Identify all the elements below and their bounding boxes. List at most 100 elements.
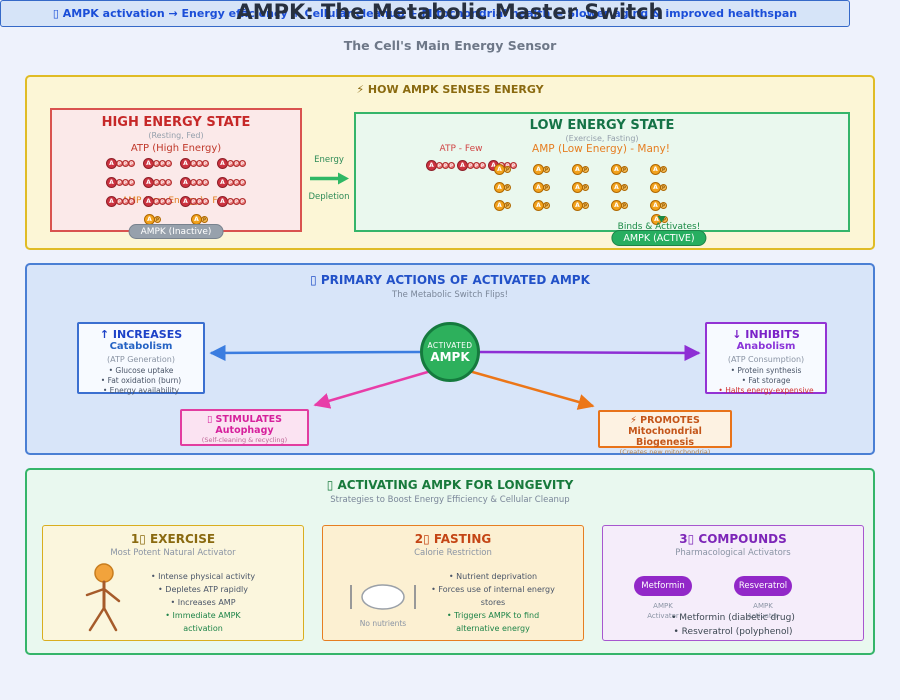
- exercise-card: 1▯ EXERCISE Most Potent Natural Activato…: [42, 525, 304, 641]
- inhibits-warn-bullet: • Halts energy-expensive: [718, 386, 814, 395]
- plate-caption: No nutrients: [359, 619, 407, 628]
- inhibits-anabolism-box: ↓ INHIBITS Anabolism (ATP Consumption) •…: [705, 322, 827, 395]
- fasting-bullet: • Nutrient deprivation: [448, 572, 538, 581]
- actions-panel: ▯ PRIMARY ACTIONS OF ACTIVATED AMPK The …: [25, 263, 875, 456]
- resveratrol-pill: Resveratrol: [734, 576, 792, 596]
- metformin-pill: Metformin: [634, 576, 692, 596]
- low-energy-title: LOW ENERGY STATE: [529, 118, 675, 133]
- exercise-bullet: • Increases AMP: [170, 598, 236, 607]
- compounds-bullet: • Metformin (diabetic drug): [671, 613, 795, 623]
- inhibits-name: Anabolism: [736, 341, 796, 352]
- right-arrow-icon: [310, 172, 349, 185]
- high-energy-state-box: HIGH ENERGY STATE (Resting, Fed) ATP (Hi…: [50, 108, 302, 239]
- fasting-bullet: • Forces use of internal energy stores: [431, 585, 555, 607]
- stick-figure-icon: [85, 563, 121, 632]
- fasting-subtitle: Calorie Restriction: [414, 548, 492, 558]
- stimulates-title: ▯ STIMULATES: [206, 414, 283, 425]
- increases-bullet: • Fat oxidation (burn): [100, 376, 182, 385]
- pill-caption-line: Activator: [647, 612, 679, 620]
- exercise-subtitle: Most Potent Natural Activator: [110, 548, 236, 558]
- sensing-panel: ⚡ HOW AMPK SENSES ENERGY HIGH ENERGY STA…: [25, 75, 875, 250]
- longevity-panel-title: ▯ ACTIVATING AMPK FOR LONGEVITY: [326, 478, 574, 492]
- compounds-subtitle: Pharmacological Activators: [675, 548, 791, 558]
- low-amp-label: AMP (Low Energy) - Many!: [532, 143, 670, 155]
- exercise-highlight-bullet: • Immediate AMPK activation: [165, 611, 241, 633]
- inhibits-bullet: • Fat storage: [741, 376, 791, 385]
- energy-depletion-arrow: Energy Depletion: [305, 155, 353, 202]
- energy-label: Energy: [314, 155, 344, 165]
- increases-title: ↑ INCREASES: [99, 328, 183, 341]
- actions-panel-title: ▯ PRIMARY ACTIONS OF ACTIVATED AMPK: [310, 273, 590, 287]
- activated-ampk-node: ACTIVATED AMPK: [420, 322, 480, 382]
- depletion-label: Depletion: [308, 192, 350, 202]
- longevity-panel: ▯ ACTIVATING AMPK FOR LONGEVITY Strategi…: [25, 468, 875, 655]
- inhibits-title: ↓ INHIBITS: [732, 328, 800, 341]
- high-amp-overlap-label: AMP (Low Energy) - Few: [122, 196, 230, 206]
- sensing-panel-title: ⚡ HOW AMPK SENSES ENERGY: [356, 83, 544, 96]
- compounds-bullet: • Resveratrol (polyphenol): [673, 626, 793, 637]
- inhibits-note: (ATP Consumption): [727, 355, 805, 364]
- ampk-active-badge: AMPK (ACTIVE): [611, 230, 707, 246]
- promotes-name: Mitochondrial Biogenesis: [628, 426, 702, 448]
- fasting-title: 2▯ FASTING: [414, 532, 492, 546]
- fasting-card: 2▯ FASTING Calorie Restriction No nutrie…: [322, 525, 584, 641]
- empty-plate-icon: [350, 584, 416, 610]
- exercise-bullet: • Depletes ATP rapidly: [158, 585, 248, 594]
- inhibits-bullet: • Protein synthesis: [730, 366, 802, 375]
- actions-panel-subtitle: The Metabolic Switch Flips!: [392, 290, 508, 300]
- down-arrow-icon: [657, 216, 666, 223]
- exercise-bullet: • Intense physical activity: [150, 572, 256, 581]
- ampk-node-line1: ACTIVATED: [427, 340, 473, 350]
- fasting-highlight-bullet: • Triggers AMPK to find alternative ener…: [446, 611, 540, 633]
- high-energy-title: HIGH ENERGY STATE: [101, 115, 251, 130]
- exercise-title: 1▯ EXERCISE: [130, 532, 216, 546]
- low-atp-label: ATP - Few: [439, 144, 483, 154]
- high-atp-label: ATP (High Energy): [130, 143, 222, 154]
- promotes-note: (Creates new mitochondria): [619, 448, 711, 456]
- pill-caption: AMPK Activator: [723, 601, 803, 621]
- pill-caption-line: Activator: [747, 612, 779, 620]
- stimulates-autophagy-box: ▯ STIMULATES Autophagy (Self-cleaning & …: [180, 409, 309, 446]
- page-title: AMPK: The Metabolic Master Switch: [236, 0, 664, 24]
- page-subtitle: The Cell's Main Energy Sensor: [343, 38, 557, 53]
- binds-activates-label: Binds & Activates!: [617, 222, 701, 232]
- increases-catabolism-box: ↑ INCREASES Catabolism (ATP Generation) …: [77, 322, 205, 395]
- low-energy-state-box: LOW ENERGY STATE (Exercise, Fasting) ATP…: [354, 112, 850, 246]
- stimulates-name: Autophagy: [215, 425, 274, 436]
- increases-bullet: • Energy availability: [102, 386, 180, 395]
- pill-caption-line: AMPK: [653, 602, 673, 610]
- promotes-mitochondria-box: ⚡ PROMOTES Mitochondrial Biogenesis (Cre…: [598, 410, 732, 456]
- increases-note: (ATP Generation): [107, 355, 175, 364]
- ampk-node-line2: AMPK: [430, 349, 470, 364]
